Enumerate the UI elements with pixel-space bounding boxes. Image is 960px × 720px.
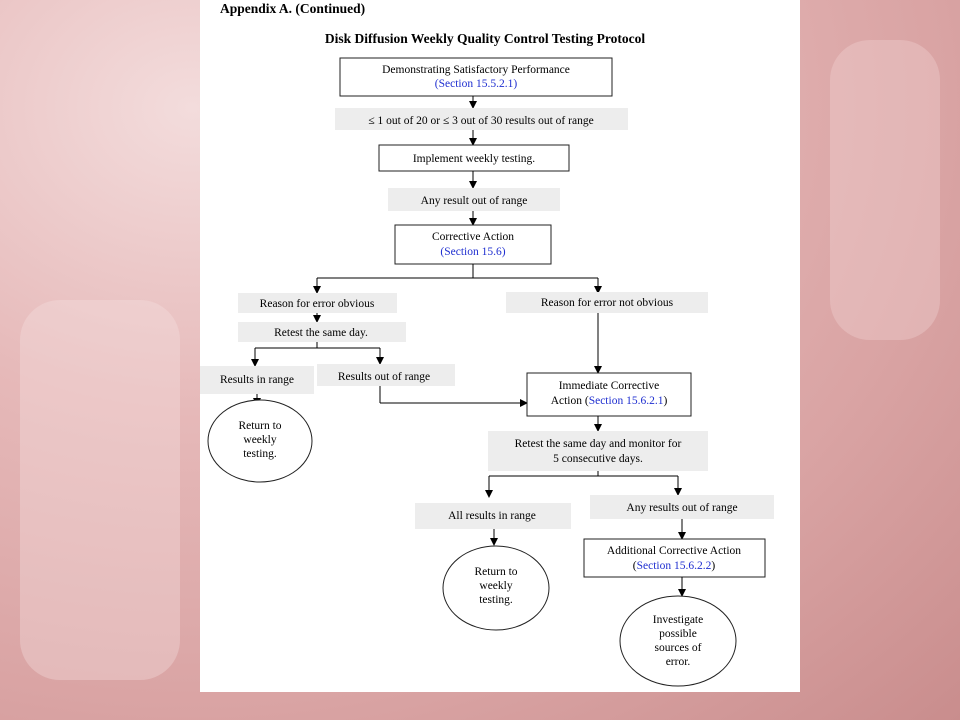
demonstrating-label: Demonstrating Satisfactory Performance [382,64,570,76]
retest-monitor-line1: Retest the same day and monitor for [515,438,682,450]
investigate-line4: error. [666,656,691,668]
background-blob [20,300,180,680]
return1-line1: Return to [238,420,281,432]
diagram-title: Disk Diffusion Weekly Quality Control Te… [325,31,646,46]
investigate-line2: possible [659,628,697,640]
obvious-label: Reason for error obvious [260,298,375,310]
out-range-label: Results out of range [338,371,430,383]
return2-line2: weekly [479,580,512,592]
all-in-range-label: All results in range [448,510,536,522]
out-range-band [317,364,455,386]
corrective-section: (Section 15.6) [440,246,505,258]
immediate-label: Immediate Corrective [559,380,660,392]
additional-section-line: (Section 15.6.2.2) [633,560,716,572]
not-obvious-band [506,292,708,313]
additional-label: Additional Corrective Action [607,545,741,557]
immediate-box [526,372,692,417]
all-in-range-band [415,503,571,529]
appendix-title: Appendix A. (Continued) [220,1,365,16]
implement-box [378,144,570,172]
any-out-label: Any results out of range [626,502,737,514]
not-obvious-label: Reason for error not obvious [541,297,674,309]
demonstrating-section: (Section 15.5.2.1) [435,78,518,90]
return1-line3: testing. [243,448,277,460]
implement-label: Implement weekly testing. [413,153,535,165]
investigate-line3: sources of [655,642,702,654]
any-result-label: Any result out of range [421,195,528,207]
investigate-ellipse [619,595,737,687]
obvious-band [238,293,397,313]
demonstrating-box [339,57,613,97]
retest-monitor-band [488,431,708,471]
return-ellipse-1 [207,399,313,483]
return-ellipse-2 [442,545,550,631]
retest-same-label: Retest the same day. [274,327,368,339]
in-range-band [200,366,314,394]
flowchart: Appendix A. (Continued) Disk Diffusion W… [200,1,774,687]
background-blob [830,40,940,340]
retest-monitor-line2: 5 consecutive days. [553,453,643,465]
retest-same-band [238,322,406,342]
return1-line2: weekly [243,434,276,446]
return2-line1: Return to [474,566,517,578]
return2-line3: testing. [479,594,513,606]
criteria-band [335,108,628,130]
flowchart-page: Appendix A. (Continued) Disk Diffusion W… [200,0,800,692]
corrective-label: Corrective Action [432,231,514,243]
criteria-label: ≤ 1 out of 20 or ≤ 3 out of 30 results o… [368,115,593,127]
any-result-band [388,188,560,211]
in-range-label: Results in range [220,374,294,386]
immediate-section-line: Action (Section 15.6.2.1) [551,395,668,407]
additional-box [583,538,766,578]
any-out-band [590,495,774,519]
investigate-line1: Investigate [653,614,703,626]
